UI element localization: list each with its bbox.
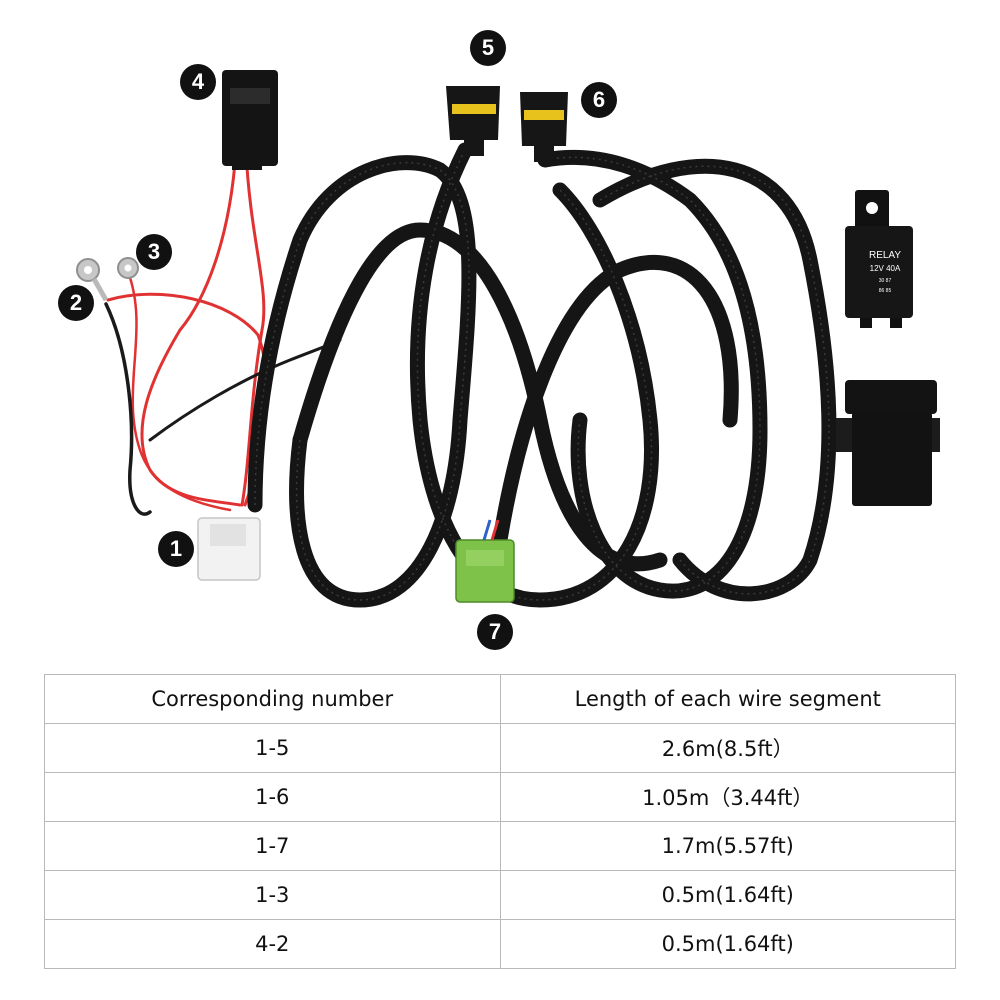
marker-7: 7: [477, 614, 513, 650]
switch-connector: [222, 70, 278, 170]
header-corresponding-number: Corresponding number: [44, 674, 501, 724]
marker-1: 1: [158, 531, 194, 567]
rocker-switch: [836, 380, 940, 506]
cell-length: 0.5m(1.64ft): [499, 870, 956, 920]
white-plug: [197, 517, 261, 581]
sheath-ribs: [254, 149, 830, 601]
marker-3: 3: [136, 234, 172, 270]
relay-title: RELAY: [869, 250, 901, 261]
cell-length: 2.6m(8.5ft）: [499, 723, 956, 773]
table-row: 1-6 1.05m（3.44ft）: [44, 772, 956, 822]
cell-number: 4-2: [44, 919, 501, 969]
relay-pins-bottom: 86 85: [879, 288, 892, 294]
wire-length-table: Corresponding number Length of each wire…: [44, 674, 956, 969]
cell-length: 1.05m（3.44ft）: [499, 772, 956, 822]
marker-6: 6: [581, 82, 617, 118]
cell-number: 1-5: [44, 723, 501, 773]
green-plug: [455, 519, 515, 603]
relay: RELAY 12V 40A 30 87 86 85: [845, 190, 913, 328]
table-row: 1-5 2.6m(8.5ft）: [44, 723, 956, 773]
relay-pins-top: 30 87: [879, 278, 892, 284]
table-header-row: Corresponding number Length of each wire…: [44, 674, 956, 724]
table-row: 1-3 0.5m(1.64ft): [44, 870, 956, 920]
marker-5: 5: [470, 30, 506, 66]
table-row: 4-2 0.5m(1.64ft): [44, 919, 956, 969]
relay-rating: 12V 40A: [870, 264, 901, 273]
cell-number: 1-3: [44, 870, 501, 920]
cell-length: 0.5m(1.64ft): [499, 919, 956, 969]
cell-number: 1-7: [44, 821, 501, 871]
marker-4: 4: [180, 64, 216, 100]
marker-2: 2: [58, 285, 94, 321]
table-row: 1-7 1.7m(5.57ft): [44, 821, 956, 871]
bulb-socket-left: [446, 86, 500, 156]
cell-number: 1-6: [44, 772, 501, 822]
bulb-socket-right: [520, 92, 568, 162]
header-wire-length: Length of each wire segment: [499, 674, 956, 724]
cell-length: 1.7m(5.57ft): [499, 821, 956, 871]
ring-terminals: [76, 257, 139, 302]
wiring-harness-photo: RELAY 12V 40A 30 87 86 85: [76, 70, 940, 608]
